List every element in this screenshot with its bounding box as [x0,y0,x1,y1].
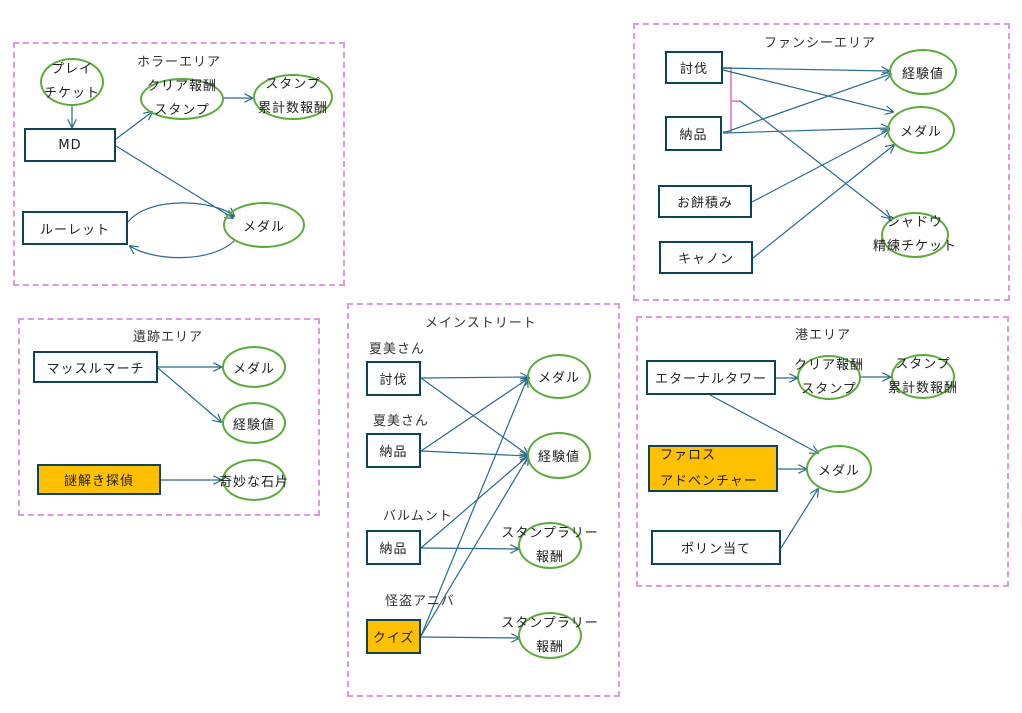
activity-cannon[interactable]: キャノン [659,241,753,274]
area-title-ruins: 遺跡エリア [133,330,204,345]
reward-medal[interactable]: メダル [806,445,872,493]
activity-md[interactable]: MD [24,128,116,162]
activity-muscle-march[interactable]: マッスルマーチ [33,351,158,383]
activity-roulette[interactable]: ルーレット [22,211,128,245]
activity-mochi[interactable]: お餅積み [658,185,752,218]
activity-mystery-detective[interactable]: 謎解き探偵 [37,464,161,495]
npc-label-natsumi-1: 夏美さん [369,342,426,357]
reward-stamp-rally-1[interactable]: スタンプラリー 報酬 [501,522,598,569]
reward-medal[interactable]: メダル [222,346,286,388]
reward-exp[interactable]: 経験値 [527,432,591,479]
reward-stamp-rally-2[interactable]: スタンプラリー 報酬 [501,612,598,659]
reward-exp[interactable]: 経験値 [889,49,957,95]
area-ruins [18,318,320,516]
activity-delivery-2[interactable]: 納品 [366,530,421,565]
reward-medal[interactable]: メダル [527,354,591,399]
activity-delivery[interactable]: 納品 [665,116,722,151]
activity-eternal-tower[interactable]: エターナルタワー [646,360,776,395]
reward-strange-stone[interactable]: 奇妙な石片 [219,459,288,501]
area-horror [13,42,345,286]
reward-stamp-total[interactable]: スタンプ 累計数報酬 [888,354,957,399]
reward-play-ticket[interactable]: プレイ チケット [40,58,104,106]
npc-label-natsumi-2: 夏美さん [373,414,430,429]
area-fancy [633,23,1010,301]
reward-clear-stamp[interactable]: クリア報酬 スタンプ [140,78,224,120]
reward-medal[interactable]: メダル [223,202,305,248]
activity-porin[interactable]: ポリン当て [651,530,781,565]
npc-label-kaitou-aniba: 怪盗アニバ [385,594,455,609]
activity-delivery[interactable]: 納品 [366,433,421,468]
reward-clear-stamp[interactable]: クリア報酬 スタンプ [794,355,863,400]
reward-exp[interactable]: 経験値 [222,402,286,444]
npc-label-balmunt: バルムント [383,509,453,524]
activity-quiz[interactable]: クイズ [366,619,421,654]
activity-subjugation[interactable]: 討伐 [366,361,421,396]
area-title-fancy: ファンシーエリア [764,36,877,51]
reward-stamp-total[interactable]: スタンプ 累計数報酬 [253,74,333,120]
area-title-horror: ホラーエリア [137,55,222,70]
activity-pharos-adventure[interactable]: ファロス アドベンチャー [648,445,778,492]
area-harbor [636,316,1009,587]
area-main-street [347,303,620,697]
reward-shadow-ticket[interactable]: シャドウ 精練チケット [873,212,956,258]
reward-medal[interactable]: メダル [887,106,955,154]
area-title-harbor: 港エリア [795,328,852,343]
activity-subjugation[interactable]: 討伐 [665,51,723,84]
area-title-main-street: メインストリート [425,316,537,331]
